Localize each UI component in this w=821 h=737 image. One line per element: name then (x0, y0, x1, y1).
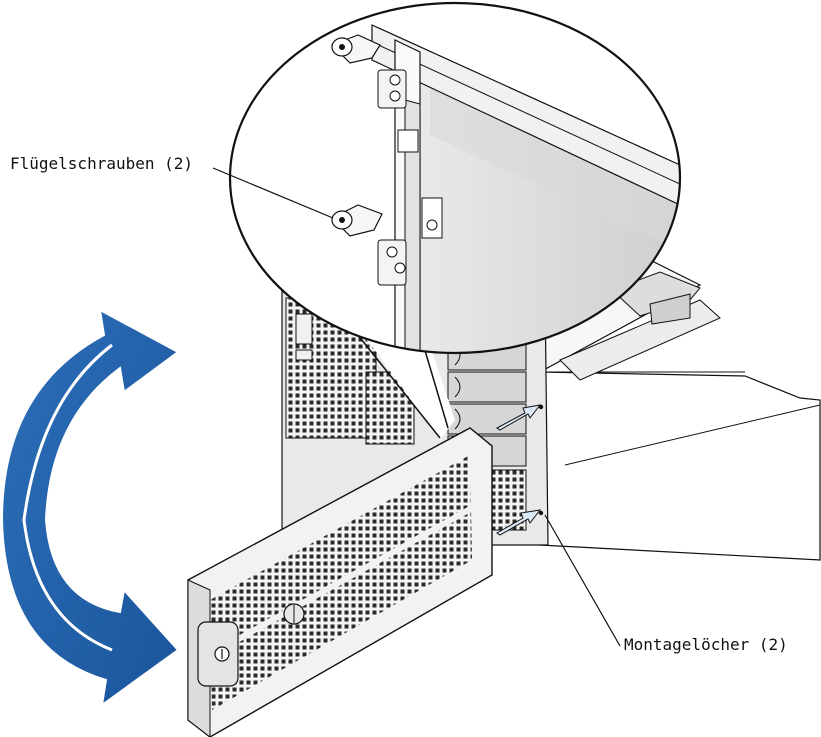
thumbscrew-leader (212, 167, 334, 219)
rotate-arrow-icon (0, 308, 180, 708)
mounting-hole-arrows (496, 404, 542, 536)
thumbscrew-icon (330, 204, 383, 237)
mounting-holes-label: Montagelöcher (2) (624, 635, 788, 654)
front-bezel (187, 427, 493, 737)
mounting-hole-icon (538, 510, 544, 516)
thumbscrews-label: Flügelschrauben (2) (10, 154, 194, 173)
mounting-hole-icon (538, 404, 544, 410)
thumbscrew-icon (330, 34, 381, 64)
mounting-hole-leader (544, 514, 621, 647)
magnified-detail (228, 1, 682, 440)
bezel-lock-icon (214, 646, 230, 662)
